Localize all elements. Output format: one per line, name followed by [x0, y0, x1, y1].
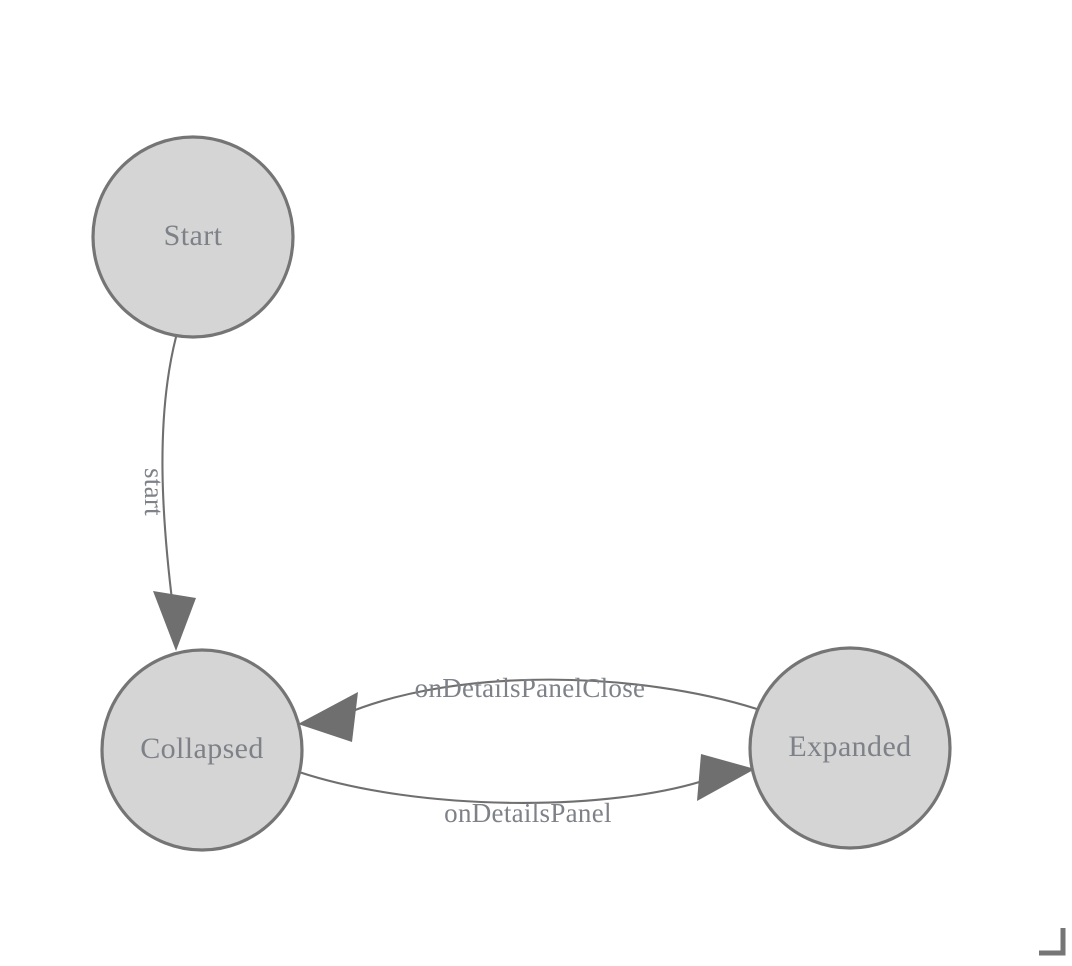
edge-start-to-collapsed-arrowhead: [153, 591, 196, 651]
edge-start-to-collapsed-label: start: [139, 468, 169, 516]
edge-expanded-to-collapsed[interactable]: onDetailsPanelClose: [298, 673, 759, 742]
node-start-label: Start: [164, 219, 223, 252]
edge-expanded-to-collapsed-arrowhead: [298, 692, 358, 742]
edge-expanded-to-collapsed-path: [343, 678, 759, 716]
edge-collapsed-to-expanded[interactable]: onDetailsPanel: [297, 754, 755, 828]
node-collapsed[interactable]: Collapsed: [100, 648, 304, 852]
node-start-circle: [91, 135, 295, 339]
node-collapsed-label: Collapsed: [140, 732, 264, 765]
node-start[interactable]: Start: [91, 135, 295, 339]
node-expanded-label: Expanded: [788, 730, 911, 763]
edge-start-to-collapsed-path: [161, 335, 178, 610]
edge-collapsed-to-expanded-arrowhead: [697, 754, 755, 801]
node-collapsed-circle: [100, 648, 304, 852]
edge-start-to-collapsed[interactable]: start: [139, 335, 196, 651]
edge-collapsed-to-expanded-label: onDetailsPanel: [444, 798, 612, 828]
edge-collapsed-to-expanded-path: [297, 770, 711, 804]
resize-corner-handle[interactable]: [1039, 928, 1066, 956]
node-expanded-circle: [748, 646, 952, 850]
node-expanded[interactable]: Expanded: [748, 646, 952, 850]
edge-expanded-to-collapsed-label: onDetailsPanelClose: [415, 673, 646, 703]
